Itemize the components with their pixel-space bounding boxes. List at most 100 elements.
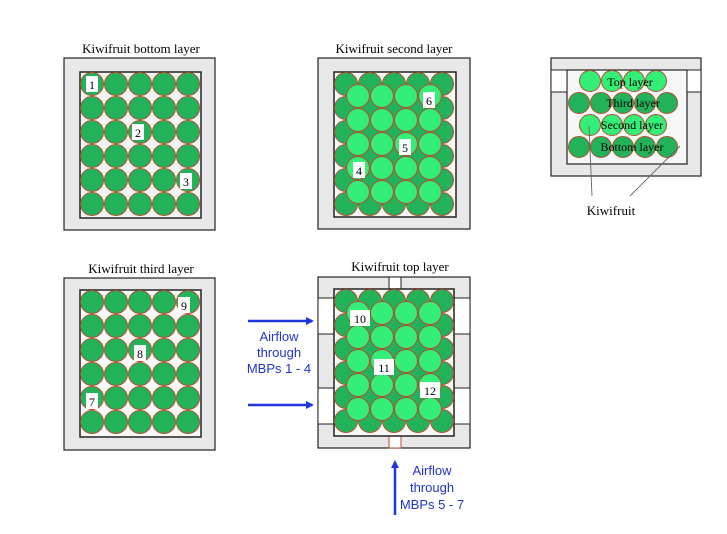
kiwifruit: [152, 120, 176, 144]
kiwifruit: [346, 397, 370, 421]
kiwifruit-caption: Kiwifruit: [587, 203, 636, 218]
kiwifruit: [80, 314, 104, 338]
vent-left-upper: [317, 297, 335, 335]
kiwifruit: [152, 338, 176, 362]
kiwifruit: [176, 120, 200, 144]
kiwifruit: [176, 338, 200, 362]
kiwifruit: [128, 192, 152, 216]
vent-bottom-center: [388, 435, 402, 449]
kiwifruit: [104, 314, 128, 338]
label-box: [178, 297, 190, 313]
kiwifruit: [656, 92, 678, 114]
kiwifruit: [370, 156, 394, 180]
kiwifruit: [128, 362, 152, 386]
fruit-cross-section: [568, 70, 678, 158]
kiwifruit: [370, 108, 394, 132]
kiwifruit: [80, 96, 104, 120]
kiwifruit: [370, 397, 394, 421]
kiwifruit: [656, 136, 678, 158]
kiwifruit: [418, 108, 442, 132]
kiwifruit: [152, 192, 176, 216]
vent-right-lower: [453, 387, 471, 425]
kiwifruit: [176, 144, 200, 168]
layer-label-third: Third layer: [606, 96, 660, 110]
label-box: [134, 345, 146, 361]
mbp-label-10: 10: [354, 312, 366, 326]
kiwifruit: [128, 290, 152, 314]
kiwifruit: [612, 136, 634, 158]
kiwifruit: [128, 386, 152, 410]
kiwifruit: [128, 410, 152, 434]
kiwifruit: [346, 349, 370, 373]
kiwifruit: [104, 290, 128, 314]
kiwifruit: [394, 180, 418, 204]
pointer-line-left: [588, 125, 593, 197]
kiwifruit: [346, 132, 370, 156]
kiwifruit: [128, 144, 152, 168]
kiwifruit: [104, 120, 128, 144]
label-box: [399, 139, 411, 155]
kiwifruit: [128, 96, 152, 120]
panel-bottom-layer: Kiwifruit bottom layer 1 2 3: [63, 41, 216, 231]
kiwifruit: [128, 314, 152, 338]
kiwifruit: [152, 290, 176, 314]
mbp-label-2: 2: [135, 126, 141, 140]
layer-label-second: Second layer: [601, 118, 663, 132]
mbp-label-9: 9: [181, 299, 187, 313]
fruit-grid-second: [334, 72, 454, 216]
label-box: [350, 310, 370, 326]
kiwifruit: [152, 96, 176, 120]
kiwifruit: [645, 70, 667, 92]
panel-title-third: Kiwifruit third layer: [88, 261, 194, 276]
kiwifruit: [346, 108, 370, 132]
kiwifruit: [176, 410, 200, 434]
mbp-label-11: 11: [378, 361, 390, 375]
kiwifruit: [394, 156, 418, 180]
layer-label-bottom: Bottom layer: [601, 140, 664, 154]
airflow-bottom-line-2: through: [410, 480, 454, 495]
kiwifruit: [418, 325, 442, 349]
kiwifruit: [418, 349, 442, 373]
airflow-side-line-1: Airflow: [259, 329, 299, 344]
mbp-label-7: 7: [89, 395, 95, 409]
kiwifruit: [152, 386, 176, 410]
kiwifruit: [418, 301, 442, 325]
label-box: [423, 92, 435, 108]
kiwifruit: [80, 410, 104, 434]
airflow-bottom: Airflow through MBPs 5 - 7: [391, 460, 464, 515]
kiwifruit: [601, 114, 623, 136]
kiwifruit: [370, 373, 394, 397]
kiwifruit: [104, 168, 128, 192]
pointer-line-right: [629, 145, 681, 197]
kiwifruit: [176, 192, 200, 216]
airflow-side: Airflow through MBPs 1 - 4: [247, 317, 314, 409]
kiwifruit: [346, 373, 370, 397]
kiwifruit: [634, 92, 656, 114]
airflow-side-line-3: MBPs 1 - 4: [247, 361, 311, 376]
kiwifruit: [104, 96, 128, 120]
mbp-label-8: 8: [137, 347, 143, 361]
kiwifruit: [394, 301, 418, 325]
kiwifruit: [152, 314, 176, 338]
kiwifruit: [418, 397, 442, 421]
kiwifruit: [104, 144, 128, 168]
kiwifruit: [104, 192, 128, 216]
label-box: [180, 173, 192, 189]
panel-title-top: Kiwifruit top layer: [351, 259, 449, 274]
kiwifruit: [152, 72, 176, 96]
kiwifruit: [370, 325, 394, 349]
kiwifruit: [418, 180, 442, 204]
kiwifruit: [80, 290, 104, 314]
kiwifruit: [176, 386, 200, 410]
kiwifruit: [128, 72, 152, 96]
cross-section-vent-right: [686, 69, 702, 93]
kiwifruit: [104, 362, 128, 386]
mbp-label-6: 6: [426, 94, 432, 108]
kiwifruit: [394, 349, 418, 373]
vent-right-upper: [453, 297, 471, 335]
kiwifruit: [346, 325, 370, 349]
kiwifruit: [579, 70, 601, 92]
kiwifruit: [152, 362, 176, 386]
kiwifruit: [634, 136, 656, 158]
